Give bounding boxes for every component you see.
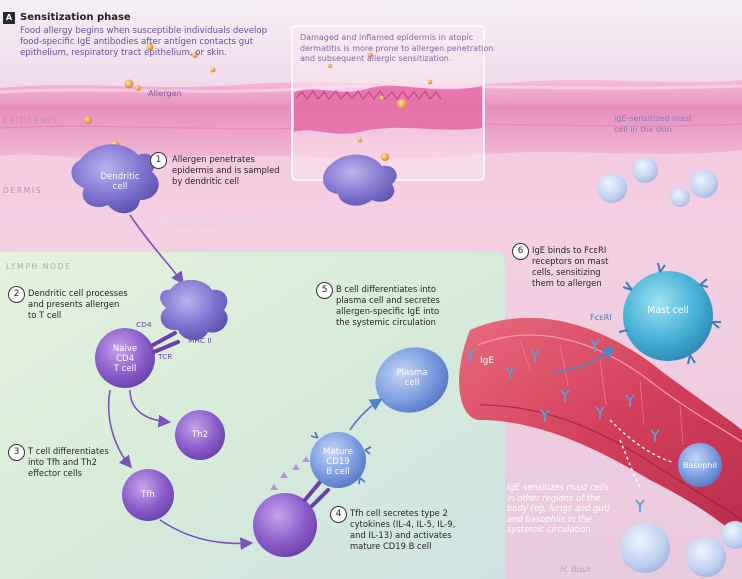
blood-vessel — [459, 317, 742, 540]
step-1-badge: 1 — [150, 152, 167, 169]
ige-label: IgE — [480, 356, 495, 366]
panel-intro: Food allergy begins when susceptible ind… — [20, 26, 268, 58]
step-3-badge: 3 — [8, 444, 25, 461]
allergen-particles — [84, 43, 433, 161]
artist-signature: H. Bush — [560, 565, 591, 574]
panel-letter: A — [3, 12, 15, 24]
th2-label: Th2 — [191, 430, 209, 440]
ige-antibodies — [465, 339, 660, 512]
step-2-badge: 2 — [8, 286, 25, 303]
step-4-badge: 4 — [330, 506, 347, 523]
skin-mast-cells — [597, 157, 718, 207]
panel-title: Sensitization phase — [20, 12, 131, 23]
fceri-receptors — [618, 262, 721, 365]
dendritic-cell-lymph — [160, 279, 228, 341]
basophil-label: Basophil — [682, 461, 718, 470]
lymph-node-zone-label: LYMPH NODE — [6, 262, 72, 271]
mature-b-cell — [310, 432, 366, 488]
tfh-cell — [122, 469, 174, 521]
basophil — [678, 443, 722, 487]
mhc-label: MHC II — [188, 336, 212, 345]
tfh-label: Tfh — [141, 490, 155, 500]
cd4-label: CD4 — [136, 320, 152, 329]
allergen-label: Allergen — [148, 88, 182, 98]
tcr-label: TCR — [158, 352, 173, 361]
th2-cell — [175, 410, 225, 460]
mast-cell — [623, 271, 713, 361]
dendritic-cell-dermis — [71, 144, 159, 214]
step-6-badge: 6 — [512, 243, 529, 260]
dermis-zone-label: DERMIS — [3, 186, 43, 195]
fceri-label: FcεRI — [590, 312, 612, 322]
step-5-badge: 5 — [316, 282, 333, 299]
epidermis-zone-label: EPIDERMIS — [3, 116, 59, 125]
inset-note: Damaged and inflamed epidermis in atopic… — [300, 33, 494, 63]
plasma-cell — [375, 347, 449, 413]
mast-cell-label: Mast cell — [647, 305, 689, 316]
naive-cd4-t-cell — [95, 328, 155, 388]
